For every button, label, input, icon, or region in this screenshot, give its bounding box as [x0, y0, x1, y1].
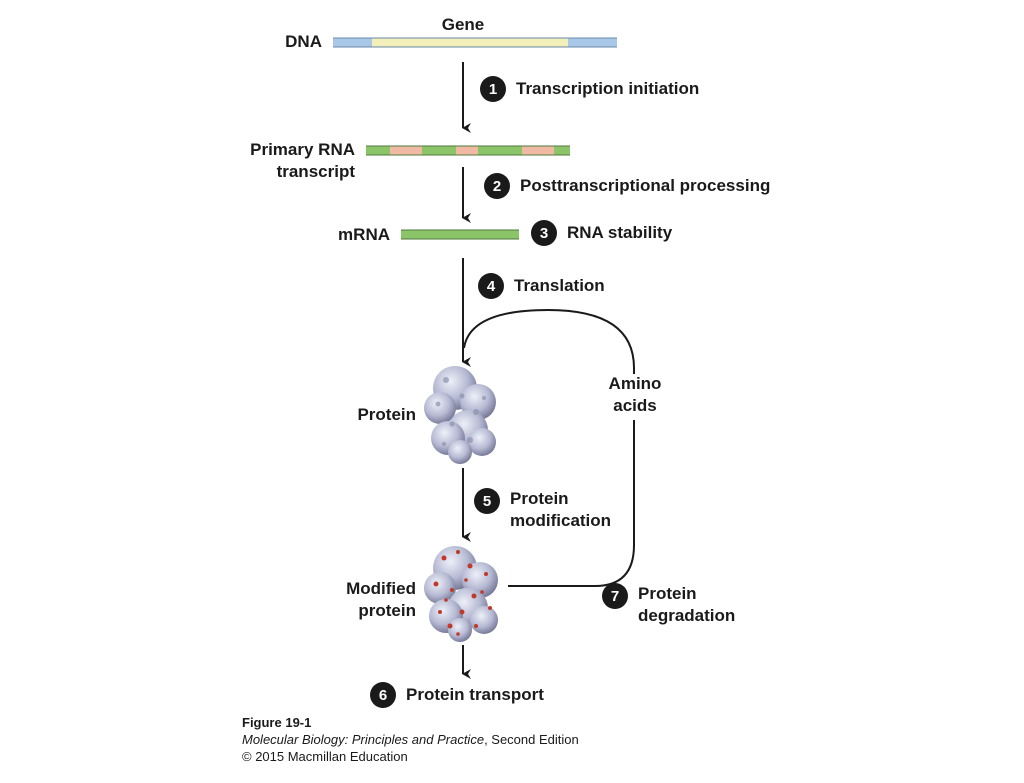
step-rna-stability: 3 RNA stability [531, 220, 672, 246]
gene-label: Gene [441, 15, 485, 34]
step-6-text: Protein transport [406, 685, 544, 704]
step-7-text-line1: Protein [638, 584, 697, 603]
figure-caption: Figure 19-1 Molecular Biology: Principle… [242, 714, 579, 765]
step-4-badge: 4 [478, 273, 504, 299]
step-4-text: Translation [514, 276, 605, 295]
step-1-badge: 1 [480, 76, 506, 102]
book-citation: Molecular Biology: Principles and Practi… [242, 731, 579, 748]
protein-structure [424, 366, 496, 464]
step-protein-degradation: 7 Protein degradation [602, 583, 735, 627]
copyright-line: © 2015 Macmillan Education [242, 749, 408, 764]
modified-protein-label-line2: protein [358, 601, 416, 620]
step-2-text: Posttranscriptional processing [520, 176, 771, 195]
step-3-badge: 3 [531, 220, 557, 246]
step-transcription-initiation: 1 Transcription initiation [480, 76, 699, 102]
primary-rna-strand [366, 145, 570, 156]
step-3-text: RNA stability [567, 223, 673, 242]
book-edition: , Second Edition [484, 732, 579, 747]
step-translation: 4 Translation [478, 273, 605, 299]
step-1-text: Transcription initiation [516, 79, 700, 98]
figure-number: Figure 19-1 [242, 715, 312, 730]
step-7-badge: 7 [602, 583, 628, 609]
amino-acid-loop [463, 308, 635, 587]
step-5-text-line1: Protein [510, 489, 569, 508]
book-title: Molecular Biology: Principles and Practi… [242, 732, 485, 747]
primary-rna-label-line2: transcript [276, 162, 355, 181]
step-posttranscriptional-processing: 2 Posttranscriptional processing [484, 173, 770, 199]
amino-acids-label-line2: acids [613, 396, 657, 415]
step-2-badge: 2 [484, 173, 510, 199]
step-5-badge: 5 [474, 488, 500, 514]
step-protein-modification: 5 Protein modification [474, 488, 611, 532]
dna-strand [333, 37, 617, 48]
modified-protein-structure [424, 546, 498, 642]
dna-label: DNA [285, 32, 322, 51]
mrna-strand [401, 229, 519, 240]
modified-protein-label-line1: Modified [346, 579, 416, 598]
step-6-badge: 6 [370, 682, 396, 708]
step-5-text-line2: modification [510, 511, 612, 530]
mrna-label: mRNA [338, 225, 390, 244]
amino-acids-label-line1: Amino [608, 374, 662, 393]
protein-label: Protein [357, 405, 416, 424]
step-protein-transport: 6 Protein transport [370, 682, 544, 708]
step-7-text-line2: degradation [638, 606, 736, 625]
primary-rna-label-line1: Primary RNA [250, 140, 355, 159]
